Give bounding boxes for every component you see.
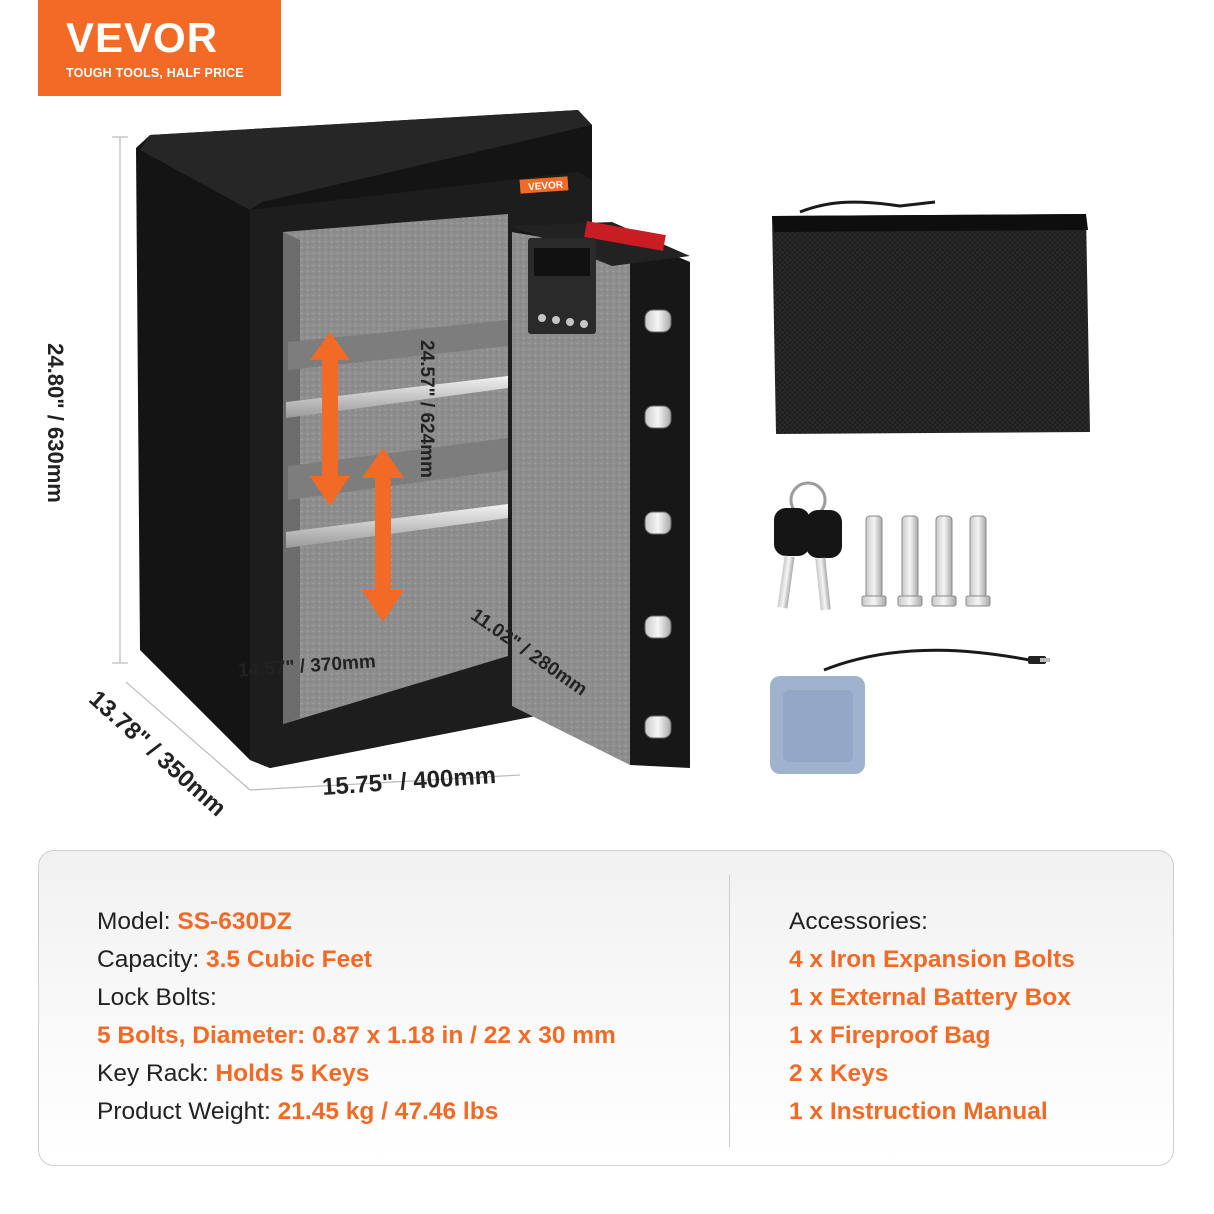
logo-tagline: TOUGH TOOLS, HALF PRICE [66, 66, 244, 80]
accessories-title: Accessories: [789, 908, 928, 935]
spec-capacity: Capacity: 3.5 Cubic Feet [97, 941, 616, 979]
spec-weight-value: 21.45 kg / 47.46 lbs [277, 1098, 499, 1125]
spec-weight-label: Product Weight: [97, 1098, 271, 1125]
logo-brand: VEVOR [66, 14, 219, 61]
external-battery-box [770, 648, 1050, 774]
spec-model-label: Model: [97, 908, 171, 935]
specs-divider [729, 875, 730, 1147]
safe-vevor-label: VEVOR [528, 180, 564, 193]
spec-capacity-value: 3.5 Cubic Feet [205, 946, 373, 973]
spec-weight: Product Weight: 21.45 kg / 47.46 lbs [97, 1093, 616, 1131]
accessory-item: 1 x External Battery Box [789, 984, 1071, 1011]
product-illustration: VEVOR [112, 110, 1090, 791]
spec-capacity-label: Capacity: [97, 946, 200, 973]
accessory-item: 1 x Fireproof Bag [789, 1022, 991, 1049]
spec-model: Model: SS-630DZ [97, 903, 616, 941]
safe-body: VEVOR [136, 110, 592, 768]
spec-lock-bolts-value: 5 Bolts, Diameter: 0.87 x 1.18 in / 22 x… [97, 1022, 616, 1049]
fireproof-bag [772, 200, 1090, 434]
dim-height-outer: 24.80" / 630mm [42, 343, 68, 503]
spec-key-rack: Key Rack: Holds 5 Keys [97, 1055, 616, 1093]
adjust-arrows [310, 332, 404, 622]
spec-model-value: SS-630DZ [177, 908, 292, 935]
spec-lock-bolts-label: Lock Bolts: [97, 984, 217, 1011]
safe-door [512, 221, 690, 768]
expansion-bolts [861, 515, 991, 607]
keys [774, 481, 842, 611]
accessories-list: Accessories: 4 x Iron Expansion Bolts 1 … [789, 903, 1075, 1131]
dim-height-inner: 24.57" / 624mm [415, 340, 437, 478]
spec-key-rack-value: Holds 5 Keys [215, 1060, 370, 1087]
accessory-item: 4 x Iron Expansion Bolts [789, 946, 1075, 973]
accessory-item: 1 x Instruction Manual [789, 1098, 1048, 1125]
spec-key-rack-label: Key Rack: [97, 1060, 209, 1087]
product-specs: Model: SS-630DZ Capacity: 3.5 Cubic Feet… [97, 903, 616, 1131]
specs-panel: Model: SS-630DZ Capacity: 3.5 Cubic Feet… [38, 850, 1174, 1166]
vevor-logo: VEVOR ® TOUGH TOOLS, HALF PRICE [38, 0, 298, 96]
logo-registered-mark: ® [290, 18, 299, 30]
accessory-item: 2 x Keys [789, 1060, 889, 1087]
